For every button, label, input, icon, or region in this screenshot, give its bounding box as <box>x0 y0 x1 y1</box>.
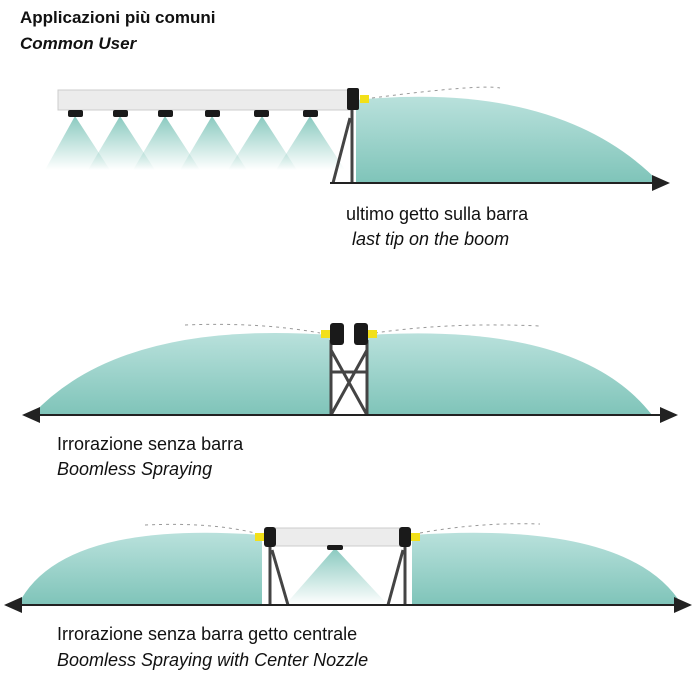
support-frames <box>268 547 407 606</box>
diagram-boomless <box>22 323 678 423</box>
boom-bar <box>57 89 351 111</box>
caption-1-italian: ultimo getto sulla barra <box>346 204 529 224</box>
spray-dome-right <box>412 532 682 605</box>
boom-bar <box>269 527 406 547</box>
nozzle-body-right <box>399 527 411 547</box>
tip-yellow-left <box>255 533 264 541</box>
title-english: Common User <box>20 34 137 53</box>
diagram-boomless-center-nozzle <box>4 523 692 613</box>
spray-dome-right <box>368 333 652 415</box>
caption-1-english: last tip on the boom <box>352 229 510 249</box>
caption-3-italian: Irrorazione senza barra getto centrale <box>57 624 358 644</box>
tip-yellow-left <box>321 330 330 338</box>
caption-3-english: Boomless Spraying with Center Nozzle <box>57 650 369 670</box>
tip-yellow <box>360 95 369 103</box>
spray-dome <box>356 96 660 183</box>
caption-2-italian: Irrorazione senza barra <box>57 434 244 454</box>
tip-yellow-right <box>411 533 420 541</box>
diagram-boom-last-tip <box>45 86 670 191</box>
nozzle-body-left <box>264 527 276 547</box>
support-frame <box>329 340 369 416</box>
tip-yellow-right <box>368 330 377 338</box>
spray-dome-left <box>18 532 262 605</box>
nozzles <box>68 110 318 117</box>
end-nozzle-body <box>347 88 359 110</box>
nozzle-body-left <box>330 323 344 345</box>
caption-2-english: Boomless Spraying <box>57 459 213 479</box>
support-frame <box>331 110 354 184</box>
title-italian: Applicazioni più comuni <box>20 8 216 27</box>
nozzle-body-right <box>354 323 368 345</box>
center-nozzle <box>327 545 343 550</box>
spray-dome-left <box>32 332 330 415</box>
spray-cones <box>45 116 345 170</box>
center-spray-cone <box>285 548 388 605</box>
